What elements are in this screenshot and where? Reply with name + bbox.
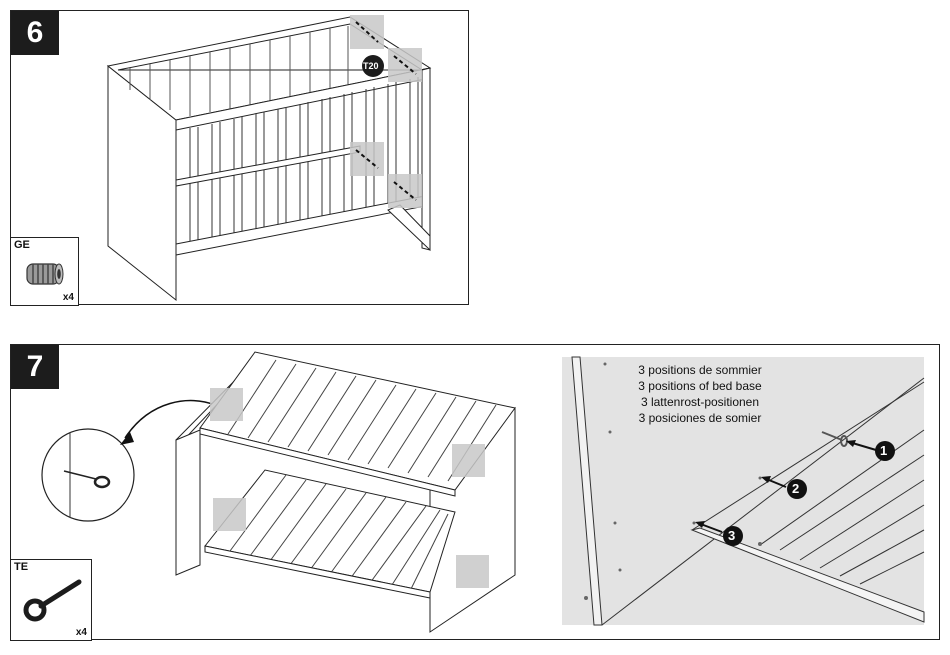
bed-base-positions-caption: 3 positions de sommier 3 positions of be… [590,362,810,426]
caption-line-es: 3 posiciones de somier [638,411,762,425]
caption-line-fr: 3 positions de sommier [638,363,762,377]
tool-t20-badge [362,55,384,77]
position-marker-1: 1 [880,443,888,458]
part-code-label: GE [14,239,30,251]
part-quantity: x4 [62,292,74,303]
position-marker-2: 2 [792,481,800,496]
position-marker-3: 3 [728,528,736,543]
caption-line-de: 3 lattenrost-positionen [640,395,760,409]
tool-t20-label: T20 [363,61,379,71]
step-6-part-box: GE x4 [10,237,79,306]
caption-line-en: 3 positions of bed base [638,379,762,393]
part-quantity: x4 [75,627,87,638]
eye-bolt-icon [23,579,82,622]
step-7-number: 7 [11,345,59,389]
position-markers [723,441,895,546]
threaded-insert-icon [26,263,64,285]
step-6-number: 6 [11,11,59,55]
magnifier-detail [41,399,216,522]
part-code-label: TE [14,561,29,573]
step-7-part-box: TE x4 [10,559,92,641]
